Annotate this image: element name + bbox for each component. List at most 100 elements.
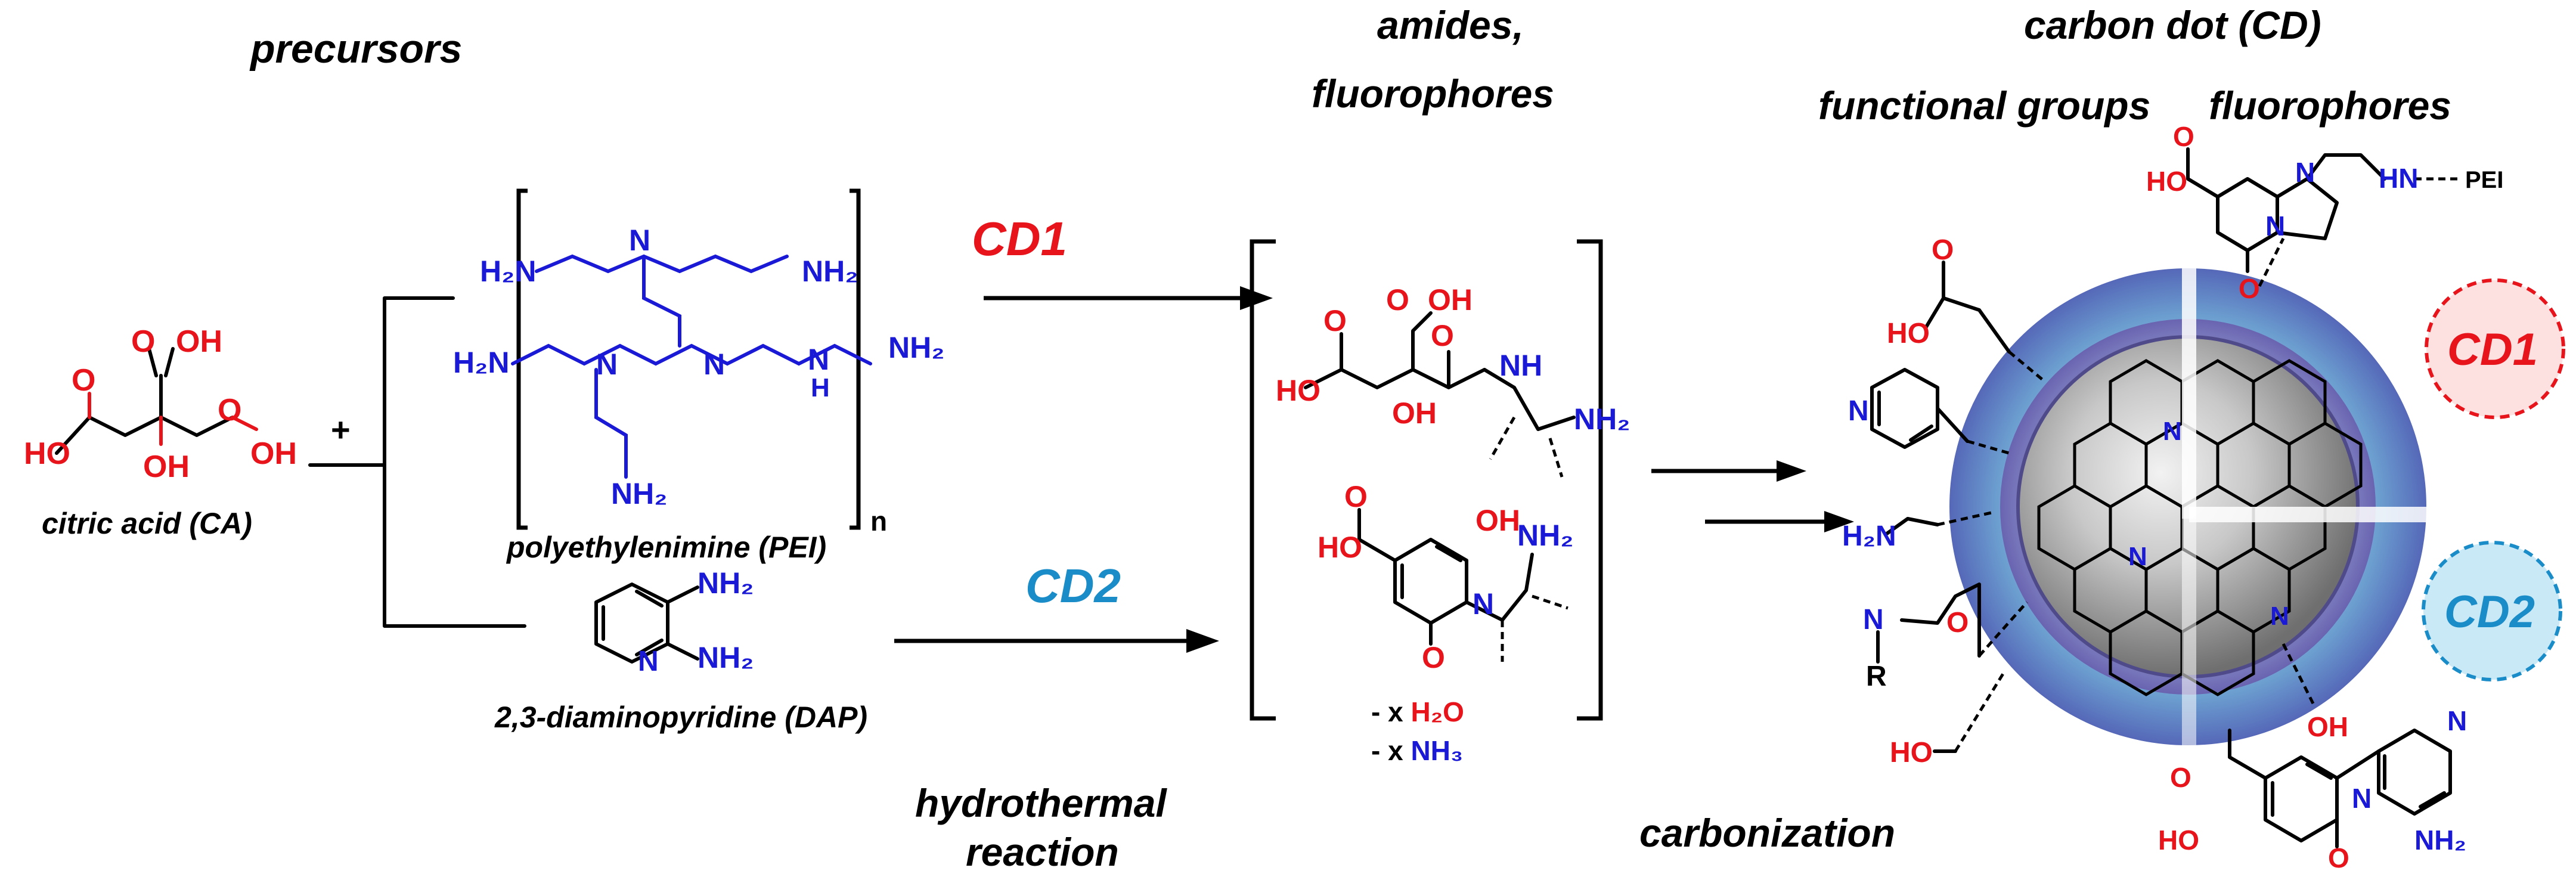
heading-reaction: reaction: [966, 830, 1119, 874]
cd2-arrow-label: CD2: [1025, 559, 1121, 612]
svg-text:NH₂: NH₂: [1517, 519, 1573, 552]
svg-text:H₂N: H₂N: [480, 255, 536, 288]
svg-text:H: H: [811, 373, 830, 402]
svg-text:OH: OH: [2307, 711, 2348, 742]
heading-carbon-dot: carbon dot (CD): [2024, 3, 2321, 47]
svg-text:O: O: [2328, 842, 2349, 873]
intermediate-left-bracket: [1250, 239, 1276, 721]
heading-amides: amides,: [1377, 3, 1524, 47]
heading-functional-groups: functional groups: [1818, 83, 2150, 128]
svg-text:O: O: [72, 363, 95, 398]
svg-text:OH: OH: [1475, 504, 1520, 537]
heading-hydrothermal: hydrothermal: [915, 781, 1167, 825]
svg-text:NH₂: NH₂: [888, 331, 944, 364]
svg-text:N: N: [2265, 210, 2285, 241]
svg-text:N: N: [1863, 604, 1884, 636]
svg-text:O: O: [1946, 607, 1969, 639]
fg-amine: H₂N: [1842, 517, 1939, 552]
svg-text:N: N: [638, 646, 659, 677]
svg-text:N: N: [596, 348, 618, 381]
citric-acid-label: citric acid (CA): [42, 507, 252, 540]
svg-text:OH: OH: [176, 324, 222, 359]
water-elimination: - x H₂O: [1371, 696, 1464, 727]
cd1-badge: CD1: [2425, 278, 2565, 419]
svg-text:NH₂: NH₂: [611, 477, 667, 510]
fg-pyridyl: N: [1848, 368, 1969, 449]
svg-text:NH₂: NH₂: [802, 255, 858, 288]
carbon-dot-particle: N N N: [1949, 268, 2428, 745]
pei-link-label: PEI: [2465, 167, 2503, 193]
pei-label: polyethylenimine (PEI): [506, 531, 826, 564]
dap-structure: N NH₂ NH₂: [594, 566, 754, 677]
svg-text:HO: HO: [1887, 318, 1930, 349]
svg-text:N: N: [2352, 783, 2372, 814]
svg-text:O: O: [1422, 641, 1445, 674]
pei-structure: H₂N N NH₂ H₂N N N N H NH₂ NH₂: [453, 188, 944, 530]
heading-fluorophores-right: fluorophores: [2209, 83, 2451, 128]
svg-text:O: O: [2170, 762, 2191, 793]
svg-text:N: N: [2295, 157, 2315, 188]
cd2-arrowhead: [1186, 629, 1219, 653]
svg-text:O: O: [1386, 283, 1409, 317]
svg-text:HO: HO: [2158, 825, 2199, 856]
svg-text:H₂N: H₂N: [453, 346, 509, 379]
fg-hydroxyl: HO: [1890, 737, 1957, 769]
pyridone-structure: HO O OH O N NH₂: [1318, 480, 1573, 674]
svg-text:O: O: [1431, 319, 1454, 352]
svg-text:OH: OH: [1392, 396, 1437, 430]
fg-imine: N O R: [1863, 582, 1981, 692]
amide-structure: HO O O OH O OH NH NH₂: [1276, 283, 1630, 478]
svg-text:NH: NH: [1499, 349, 1542, 382]
cd1-arrow-label: CD1: [972, 212, 1067, 265]
heading-precursors: precursors: [249, 26, 462, 72]
citric-acid-structure: HO O O OH OH O OH: [24, 324, 297, 484]
intermediate-right-bracket: [1577, 239, 1603, 721]
svg-text:NH₂: NH₂: [2414, 825, 2466, 856]
svg-text:CD2: CD2: [2444, 587, 2535, 637]
cd1-fluorophore: HO O O N N HN PEI: [2146, 121, 2503, 304]
svg-text:CD1: CD1: [2447, 324, 2538, 375]
dap-label: 2,3-diaminopyridine (DAP): [494, 701, 867, 734]
svg-text:O: O: [2173, 121, 2194, 152]
svg-text:O: O: [1932, 234, 1954, 266]
svg-text:OH: OH: [1428, 283, 1473, 317]
svg-text:O: O: [1344, 480, 1368, 513]
svg-text:N: N: [1473, 587, 1494, 621]
svg-text:NH₂: NH₂: [698, 641, 754, 674]
svg-text:N: N: [2163, 417, 2182, 446]
cd2-fluorophore: OH O HO O N N NH₂: [2158, 705, 2467, 873]
svg-text:H₂N: H₂N: [1842, 520, 1896, 552]
functional-group-connectors: [1937, 237, 2315, 752]
svg-text:HO: HO: [2146, 166, 2187, 197]
ammonia-elimination: - x NH₃: [1371, 735, 1463, 766]
heading-fluorophores-mid: fluorophores: [1312, 72, 1554, 116]
svg-text:HO: HO: [1890, 737, 1933, 769]
svg-text:O: O: [2239, 273, 2260, 304]
svg-text:NH₂: NH₂: [1574, 402, 1630, 436]
carbonization-arrowhead-2: [1824, 511, 1854, 532]
svg-text:NH₂: NH₂: [698, 566, 754, 600]
cd1-arrowhead: [1240, 286, 1273, 310]
svg-text:HN: HN: [2379, 163, 2418, 194]
branch-connector: [308, 296, 526, 628]
svg-text:N: N: [1848, 395, 1869, 427]
svg-text:N: N: [2270, 602, 2289, 631]
svg-text:OH: OH: [250, 436, 297, 471]
carbonization-arrowhead-1: [1777, 460, 1806, 482]
svg-text:N: N: [2128, 542, 2147, 571]
svg-text:N: N: [2447, 705, 2467, 736]
svg-text:HO: HO: [1276, 374, 1320, 407]
svg-text:O: O: [131, 324, 155, 359]
svg-text:OH: OH: [143, 450, 190, 484]
pei-n-subscript: n: [870, 506, 887, 537]
fg-carboxyl: HO O: [1887, 234, 2011, 354]
svg-text:R: R: [1866, 661, 1887, 692]
svg-text:N: N: [703, 348, 725, 381]
svg-text:N: N: [808, 343, 829, 376]
plus-sign: +: [331, 411, 351, 448]
cd2-badge: CD2: [2422, 541, 2562, 681]
svg-text:HO: HO: [1318, 531, 1362, 564]
svg-text:HO: HO: [24, 436, 70, 471]
svg-text:N: N: [629, 224, 650, 257]
